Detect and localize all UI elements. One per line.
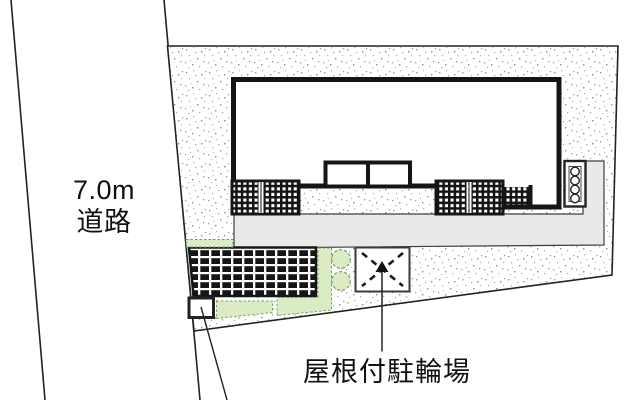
road-width-label: 7.0m 道路 [68, 174, 140, 238]
tree-shrub-2 [331, 271, 351, 291]
meter-circle-3 [570, 184, 581, 195]
meter-circle-1 [570, 166, 581, 177]
bicycle-parking-label: 屋根付駐輪場 [303, 357, 471, 387]
tree-shrub-1 [331, 249, 351, 269]
road-width-value: 7.0m [72, 175, 136, 205]
balcony-left [230, 179, 301, 216]
parking-area [187, 246, 318, 298]
planting-strip-bottom [216, 300, 273, 320]
planting-l-strip [276, 247, 332, 317]
entrance-porch-left [323, 160, 370, 189]
meter-circle-4 [570, 193, 581, 204]
meter-circle-2 [570, 175, 581, 186]
planting-strip-top [185, 239, 234, 248]
building-tab-divider-wall [528, 185, 533, 207]
service-box-leader-line [200, 306, 228, 400]
road-left-edge-line [10, 0, 46, 400]
building-tab-hatch [504, 187, 529, 205]
leader-arrowhead-icon [375, 261, 389, 272]
road-word: 道路 [76, 207, 132, 237]
entrance-porch-right [366, 160, 412, 189]
